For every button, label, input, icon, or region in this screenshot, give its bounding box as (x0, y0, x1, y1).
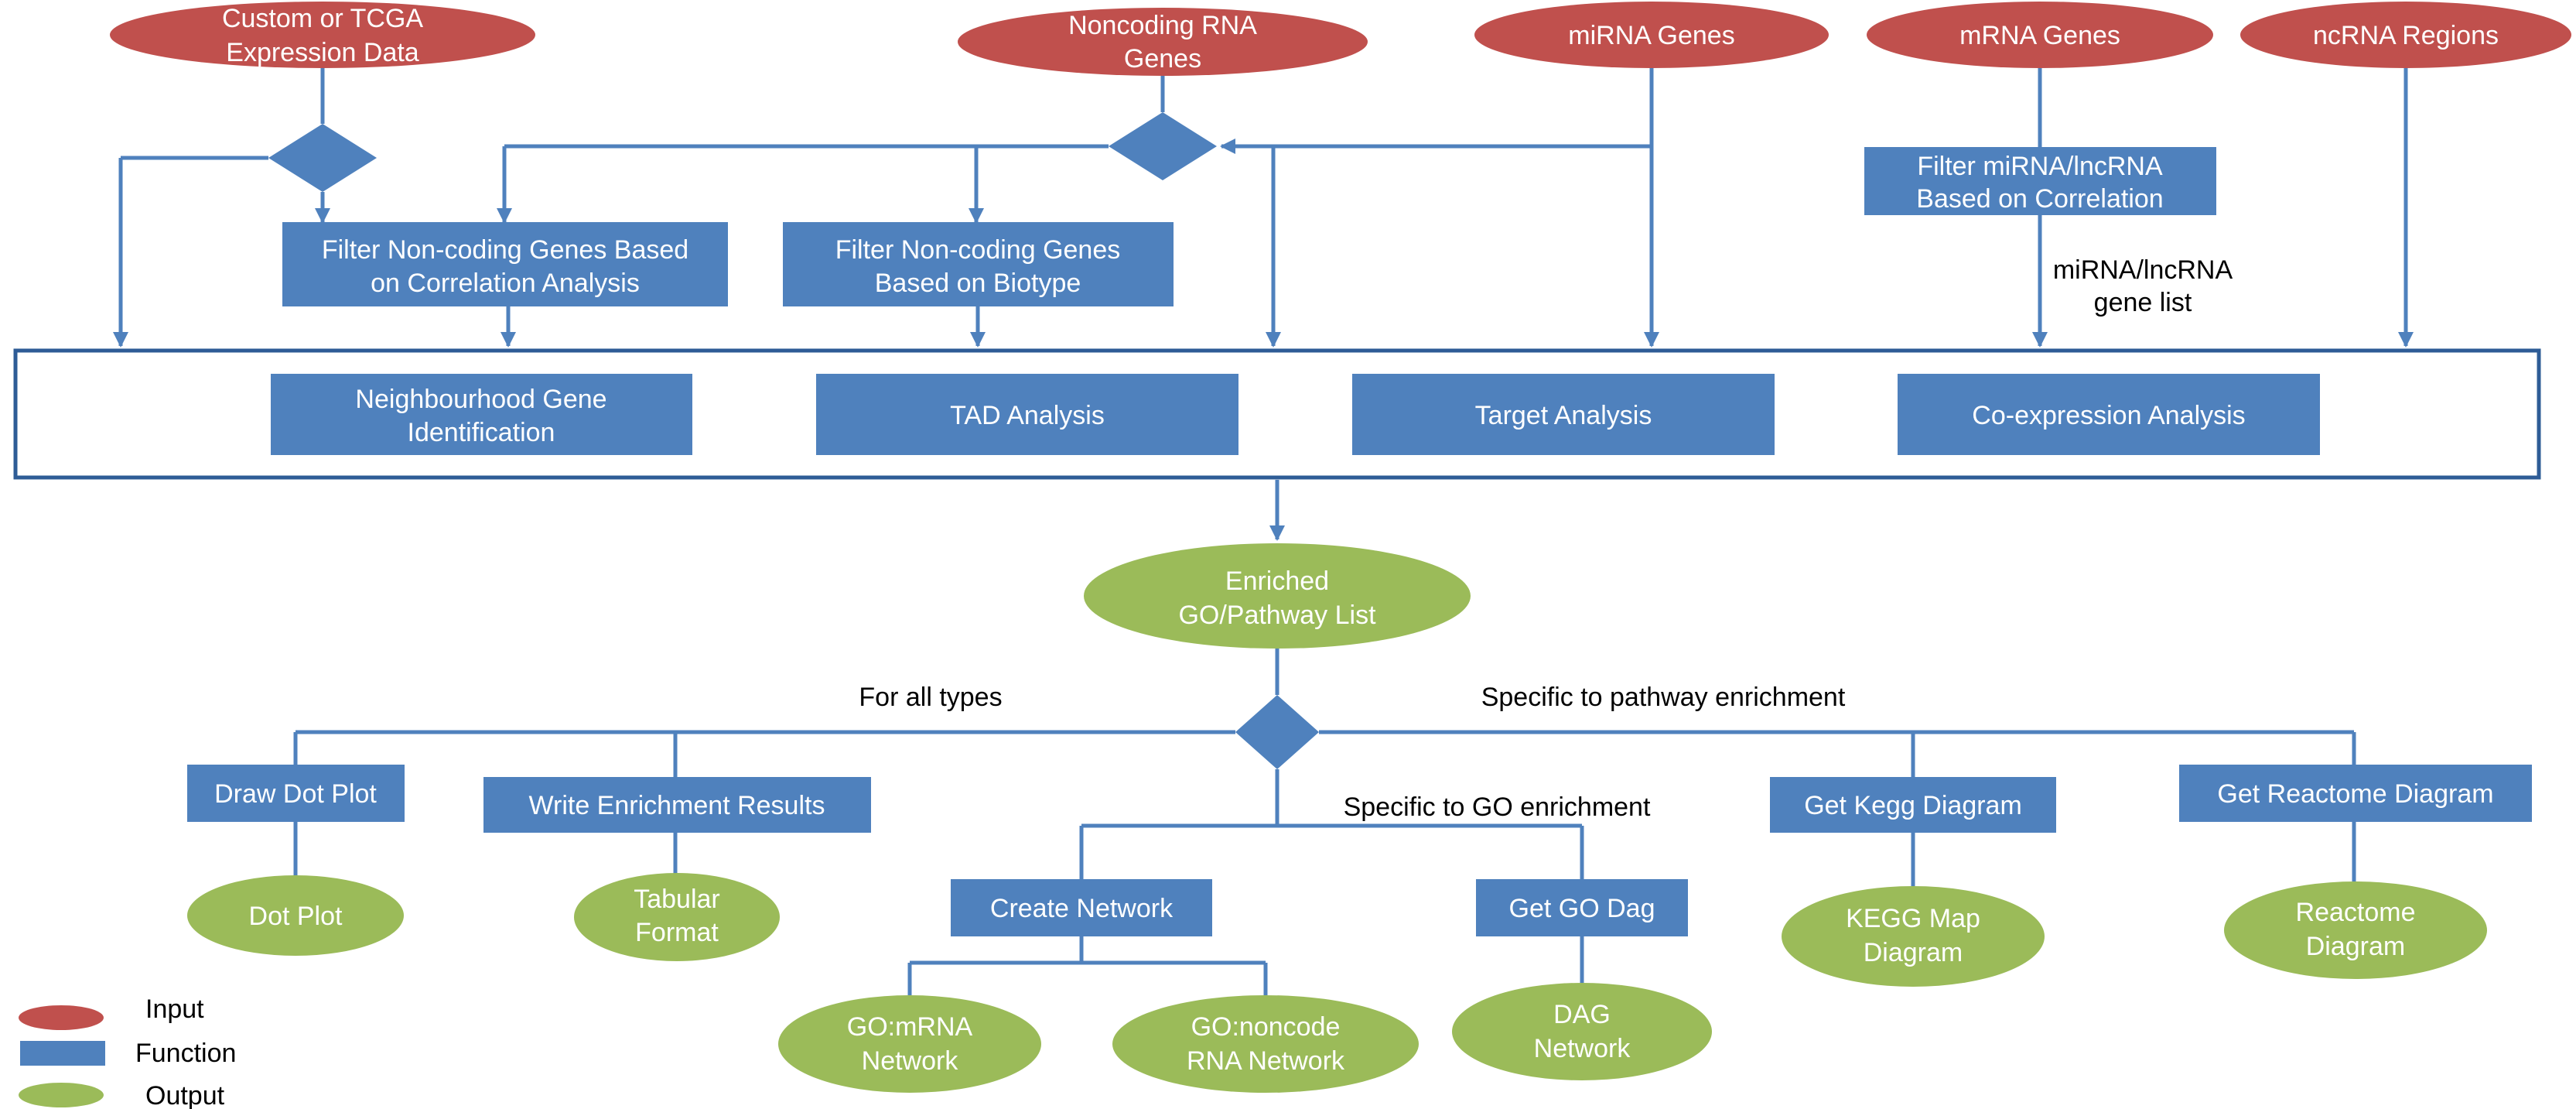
node-line: ncRNA Regions (2313, 21, 2499, 50)
legend-input-swatch (19, 1005, 104, 1030)
function-draw-dot-plot[interactable]: Draw Dot Plot (187, 765, 405, 822)
node-line: Custom or TCGA (222, 4, 423, 33)
node-line: Enriched (1225, 566, 1329, 596)
input-mrna-genes[interactable]: mRNA Genes (1867, 2, 2213, 68)
label-specific-to-pathway-enrichment: Specific to pathway enrichment (1481, 683, 1846, 712)
node-line: Create Network (990, 894, 1174, 923)
node-line: Based on Biotype (875, 269, 1081, 298)
node-line: GO/Pathway List (1178, 601, 1376, 630)
label-for-all-types: For all types (859, 683, 1002, 712)
node-line: Noncoding RNA (1068, 11, 1257, 40)
legend-output-swatch (19, 1083, 104, 1107)
node-line: Dot Plot (249, 902, 343, 931)
node-line: Diagram (1864, 938, 1963, 967)
function-filter-mirna-lncrna[interactable]: Filter miRNA/lncRNA Based on Correlation (1864, 147, 2216, 215)
input-noncoding-rna-genes[interactable]: Noncoding RNA Genes (958, 8, 1368, 76)
decision-diamond (1235, 695, 1319, 769)
node-line: RNA Network (1187, 1046, 1345, 1076)
node-line: Based on Correlation (1916, 184, 2163, 214)
function-tad-analysis[interactable]: TAD Analysis (816, 374, 1238, 455)
node-line: Format (635, 918, 719, 947)
function-target-analysis[interactable]: Target Analysis (1352, 374, 1775, 455)
output-go-mrna-network[interactable]: GO:mRNA Network (778, 995, 1041, 1093)
node-line: Filter Non-coding Genes (835, 235, 1121, 265)
node-line: miRNA Genes (1568, 21, 1734, 50)
node-line: Get Reactome Diagram (2217, 779, 2493, 809)
output-reactome-diagram[interactable]: Reactome Diagram (2224, 881, 2487, 979)
node-line: Draw Dot Plot (214, 779, 377, 809)
function-get-go-dag[interactable]: Get GO Dag (1476, 879, 1688, 936)
function-neighbourhood-gene-identification[interactable]: Neighbourhood Gene Identification (271, 374, 692, 455)
node-line: Target Analysis (1475, 401, 1652, 430)
node-line: GO:mRNA (847, 1012, 973, 1042)
function-get-reactome-diagram[interactable]: Get Reactome Diagram (2179, 765, 2532, 822)
node-line: KEGG Map (1846, 904, 1980, 933)
function-filter-biotype[interactable]: Filter Non-coding Genes Based on Biotype (783, 222, 1174, 306)
node-line: Get GO Dag (1509, 894, 1655, 923)
legend: Input Function Output (19, 994, 236, 1109)
node-line: Co-expression Analysis (1972, 401, 2245, 430)
function-create-network[interactable]: Create Network (951, 879, 1212, 936)
node-line: Reactome (2296, 898, 2416, 927)
output-go-noncode-rna-network[interactable]: GO:noncode RNA Network (1112, 995, 1419, 1093)
node-line: TAD Analysis (950, 401, 1105, 430)
input-mirna-genes[interactable]: miRNA Genes (1474, 2, 1829, 68)
connectors (113, 68, 2414, 995)
function-coexpression-analysis[interactable]: Co-expression Analysis (1898, 374, 2320, 455)
node-line: Expression Data (226, 38, 419, 67)
output-tabular-format[interactable]: Tabular Format (574, 873, 780, 961)
function-write-enrichment-results[interactable]: Write Enrichment Results (483, 777, 871, 833)
node-line: Diagram (2306, 932, 2405, 961)
function-get-kegg-diagram[interactable]: Get Kegg Diagram (1770, 777, 2056, 833)
legend-function-label: Function (135, 1039, 236, 1068)
decision-diamond (1109, 112, 1217, 180)
node-line: Filter miRNA/lncRNA (1917, 152, 2163, 181)
node-line: Get Kegg Diagram (1804, 791, 2022, 820)
node-line: mRNA Genes (1959, 21, 2120, 50)
node-line: Network (1534, 1034, 1631, 1063)
output-dot-plot[interactable]: Dot Plot (187, 875, 404, 956)
decision-diamond (268, 124, 377, 192)
label-specific-to-go-enrichment: Specific to GO enrichment (1344, 792, 1651, 822)
node-line: DAG (1553, 1000, 1611, 1029)
function-filter-correlation[interactable]: Filter Non-coding Genes Based on Correla… (282, 222, 728, 306)
label-mirna-lncrna-list: miRNA/lncRNA (2053, 255, 2233, 285)
node-line: Write Enrichment Results (529, 791, 825, 820)
output-kegg-map-diagram[interactable]: KEGG Map Diagram (1782, 886, 2045, 987)
node-line: Neighbourhood Gene (355, 385, 606, 414)
output-enriched-go-pathway-list[interactable]: Enriched GO/Pathway List (1084, 543, 1471, 649)
node-line: Tabular (634, 885, 720, 914)
node-line: Filter Non-coding Genes Based (322, 235, 688, 265)
node-line: GO:noncode (1191, 1012, 1341, 1042)
node-line: Identification (408, 418, 555, 447)
input-custom-tcga-expression-data[interactable]: Custom or TCGA Expression Data (110, 2, 535, 68)
label-mirna-lncrna-list: gene list (2094, 288, 2192, 317)
node-line: Network (862, 1046, 959, 1076)
legend-output-label: Output (145, 1081, 225, 1109)
node-line: Genes (1124, 44, 1201, 74)
input-ncrna-regions[interactable]: ncRNA Regions (2240, 2, 2571, 68)
node-line: on Correlation Analysis (371, 269, 640, 298)
legend-input-label: Input (145, 994, 204, 1024)
legend-function-swatch (20, 1041, 105, 1066)
output-dag-network[interactable]: DAG Network (1452, 983, 1712, 1080)
